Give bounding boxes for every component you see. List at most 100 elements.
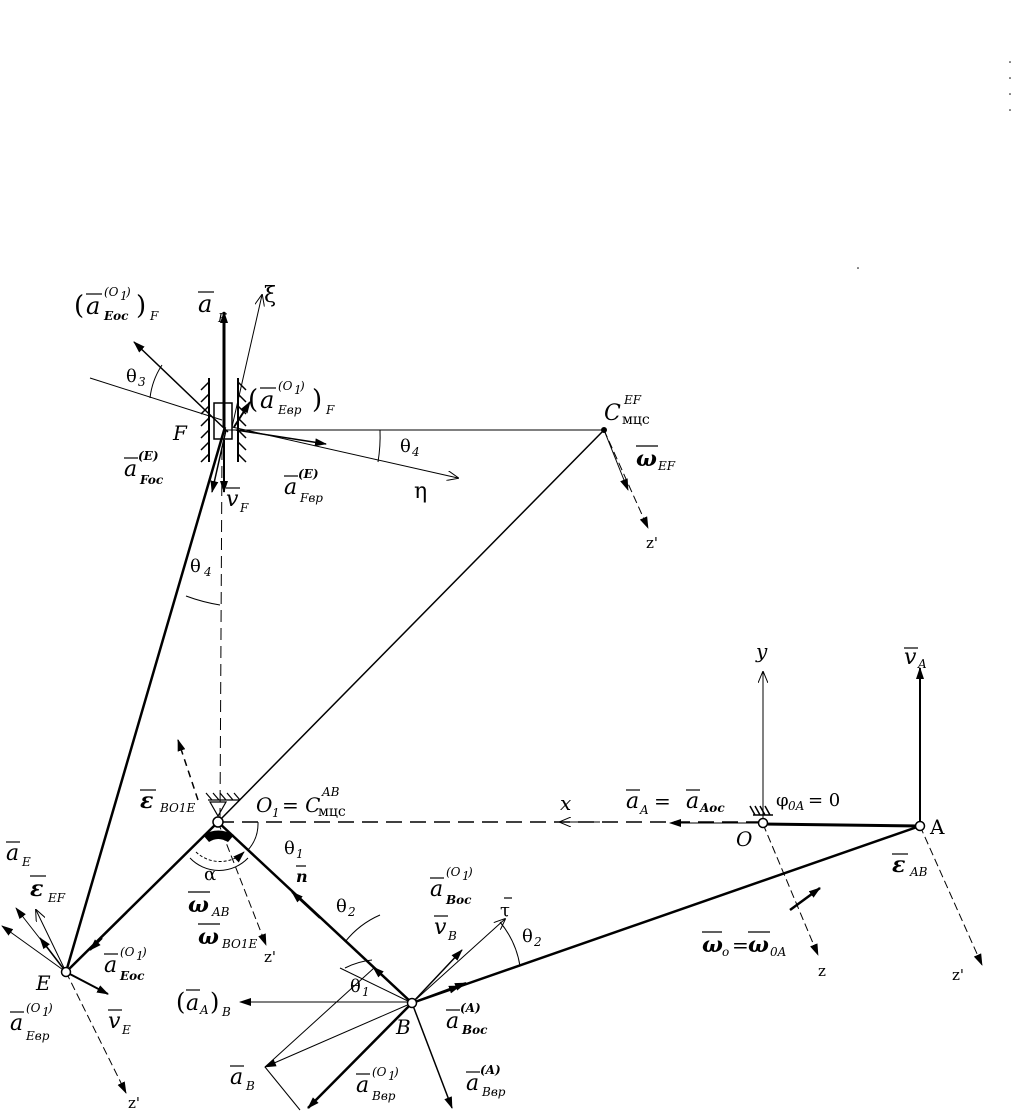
label-epsEF-sub: EF: [47, 891, 66, 905]
label-aBoc-O1-sup: (O: [446, 865, 461, 879]
vector-n: [291, 891, 321, 919]
label-y: y: [755, 639, 768, 663]
label-theta4-O1: θ: [190, 556, 201, 577]
label-O1-sub: 1: [272, 806, 280, 820]
label-aBoc-O1: a: [430, 877, 443, 902]
vector-vB: [411, 949, 463, 1004]
label-aF-sub: F: [217, 311, 227, 325]
label-eps-BO1E-sub: BO1E: [159, 801, 196, 815]
parallelogram-1: [264, 1066, 301, 1111]
label-aEbpF: a: [260, 386, 274, 414]
guide-hatch-right: [237, 381, 247, 463]
label-theta1-O1-sub: 1: [296, 847, 304, 861]
vector-AB-arm: [439, 985, 461, 994]
theta1-helper: [339, 967, 413, 1004]
angle-arcs: [149, 364, 521, 969]
label-aA: a: [626, 789, 639, 814]
label-theta1-B: θ: [350, 976, 361, 997]
label-aAoc-sub: Aoc: [699, 801, 725, 815]
label-aBoc-A-sup: (A): [460, 1001, 481, 1015]
label-aAoc: a: [686, 789, 699, 814]
vector-aB-bp-A: [411, 1002, 453, 1109]
label-eps-BO1E: ε: [140, 788, 153, 814]
arc-theta2-AB: [499, 921, 521, 967]
label-theta1-B-sub: 1: [362, 985, 370, 999]
label-aEoc-O1-supclose: ): [141, 945, 147, 959]
label-zprime-E: z': [128, 1094, 140, 1112]
label-omega-o: ω: [702, 932, 723, 958]
label-eta: η: [414, 479, 427, 504]
point-C: [601, 427, 607, 433]
label-aE: a: [6, 841, 19, 866]
label-aA-sub: A: [639, 803, 649, 817]
label-theta3-sub: 3: [138, 375, 146, 389]
joint-E: [60, 966, 72, 978]
vector-epsilon-BO1E: [177, 739, 199, 801]
label-aEbp-O1-supsub: 1: [42, 1005, 50, 1019]
vector-aB: [264, 1002, 413, 1068]
vector-aB-oc-O1: [372, 966, 413, 1004]
label-z-O: z: [818, 962, 826, 980]
tau-axis: [411, 919, 505, 1004]
label-omega-AB: ω: [188, 892, 209, 918]
label-omega-eq: =: [732, 933, 749, 957]
arc-theta4-O1: [185, 595, 221, 606]
label-O1-mcs: мцс: [318, 804, 346, 820]
label-aEoc-O1: a: [104, 953, 117, 978]
label-theta2-B: θ: [336, 896, 347, 917]
label-A: A: [929, 815, 945, 839]
label-aEocF-supclose: ): [125, 285, 131, 299]
label-epsAB-sub: AB: [909, 865, 928, 879]
label-omega-BO1E: ω: [198, 924, 219, 950]
parallelogram-2: [264, 967, 375, 1068]
label-vA: v: [904, 645, 917, 670]
label-aEoc-O1-supsub: 1: [136, 949, 144, 963]
label-C-mcs: мцс: [622, 412, 650, 428]
label-vA-sub: A: [917, 657, 927, 671]
vector-aF-bp: [235, 429, 327, 447]
label-aB-sub: B: [245, 1079, 255, 1093]
arc-theta4-F: [377, 429, 381, 463]
label-aA-B: a: [186, 991, 199, 1016]
label-aA-B-close: ): [210, 988, 219, 1016]
vector-aE-bp: [1, 925, 67, 973]
zprime-axis-A: [919, 825, 983, 966]
label-epsEF: ε: [30, 876, 43, 902]
label-aEoc-O1-sup: (O: [120, 945, 135, 959]
label-aEbpF-supsub: 1: [294, 383, 302, 397]
label-theta4-F: θ: [400, 436, 411, 457]
support-O: [749, 805, 773, 816]
label-zprime-A: z': [952, 966, 964, 984]
label-aBbp-O1-supsub: 1: [388, 1069, 396, 1083]
label-aEocF-open: (: [74, 291, 84, 321]
arc-theta1-O1: [247, 821, 259, 851]
arc-theta3: [149, 364, 163, 399]
label-aF: a: [198, 290, 212, 318]
vectors: [1, 311, 924, 1111]
vector-O1E-arm: [89, 937, 103, 951]
label-aBbp-O1: a: [356, 1073, 369, 1098]
arc-omega-AB: [189, 857, 249, 871]
label-vF-sub: F: [239, 501, 249, 515]
z-axis-O: [762, 823, 819, 956]
axes: [65, 295, 983, 1094]
label-F: F: [172, 421, 188, 445]
zprime-axis-E: [65, 971, 127, 1094]
label-theta2-B-sub: 2: [347, 905, 356, 919]
label-vB-sub: B: [447, 929, 457, 943]
vector-epsilon-EF: [36, 910, 67, 973]
label-aA-B-open: (: [176, 988, 185, 1016]
label-aEbpF-close: ): [312, 385, 322, 415]
label-omega-0A-sub: 0A: [770, 945, 787, 959]
label-aA-B-outer: B: [221, 1005, 231, 1019]
label-aBbp-O1-supclose: ): [393, 1065, 399, 1079]
zprime-axis-C: [603, 429, 649, 529]
label-aEbpF-supclose: ): [299, 379, 305, 393]
line-O1-C: [217, 429, 605, 823]
vector-bars: [6, 291, 918, 1075]
label-aBbp-O1-sup: (O: [372, 1065, 387, 1079]
dashed-lines: [218, 447, 762, 823]
link-EF: [64, 426, 227, 973]
label-aBoc-O1-sub: Boc: [445, 893, 472, 907]
